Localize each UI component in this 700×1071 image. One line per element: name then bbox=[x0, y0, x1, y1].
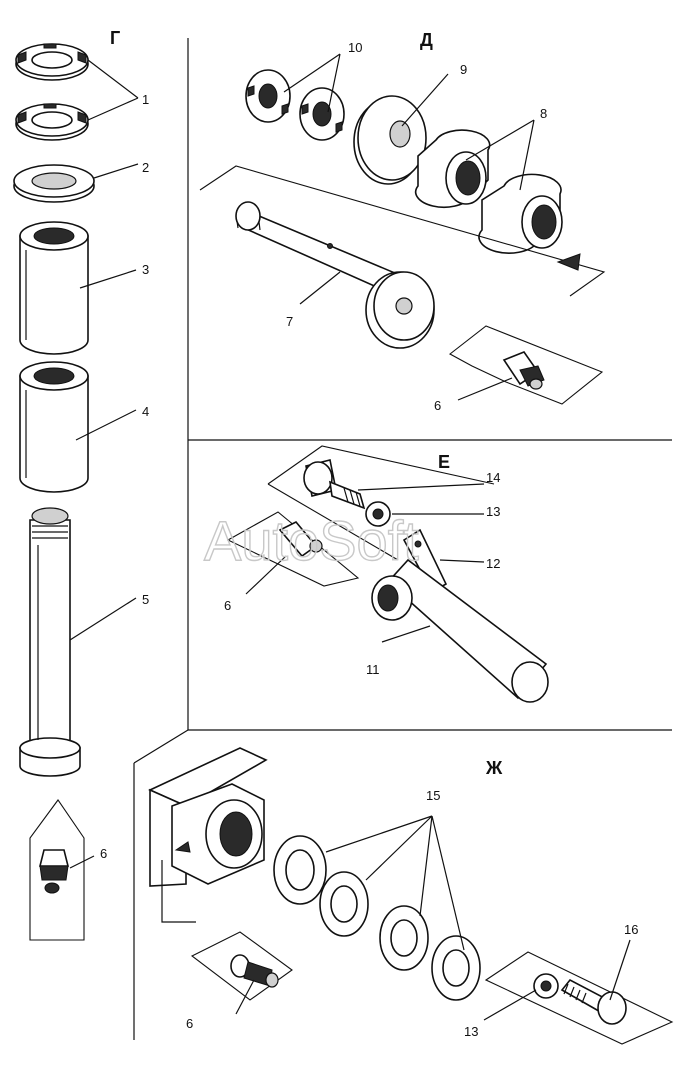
part-8-bushing-a bbox=[414, 129, 491, 209]
part-10-castle-nut-a bbox=[245, 69, 291, 123]
part-5-pin bbox=[19, 507, 81, 777]
callout-13-e: 13 bbox=[486, 504, 500, 519]
part-6-grease-fitting-e bbox=[226, 511, 360, 587]
callout-6-zh: 6 bbox=[186, 1016, 193, 1031]
part-1-nut-top bbox=[15, 43, 89, 81]
part-7-shaft bbox=[235, 201, 435, 349]
watermark-text: AutoSoft bbox=[204, 509, 419, 572]
part-9-washer bbox=[353, 95, 427, 185]
part-6-grease-fitting-zh bbox=[190, 931, 293, 1001]
callout-7: 7 bbox=[286, 314, 293, 329]
section-label-d: Д bbox=[420, 30, 433, 50]
section-label-zh: Ж bbox=[485, 758, 503, 778]
part-3-bushing bbox=[19, 221, 89, 355]
part-11-shaft bbox=[371, 558, 549, 703]
callout-8: 8 bbox=[540, 106, 547, 121]
callout-6-g: 6 bbox=[100, 846, 107, 861]
panel-dividers bbox=[133, 38, 672, 1040]
callout-10: 10 bbox=[348, 40, 362, 55]
part-16-bolt bbox=[560, 978, 627, 1025]
callout-4: 4 bbox=[142, 404, 149, 419]
callout-13-zh: 13 bbox=[464, 1024, 478, 1039]
part-7-shaft-frame bbox=[199, 165, 606, 297]
part-13-washer-zh bbox=[533, 973, 559, 999]
callout-11: 11 bbox=[366, 662, 380, 677]
callout-16: 16 bbox=[624, 922, 638, 937]
part-14-bolt bbox=[303, 459, 366, 510]
part-8-bushing-b bbox=[478, 173, 563, 254]
callout-14: 14 bbox=[486, 470, 500, 485]
callout-15: 15 bbox=[426, 788, 440, 803]
callout-3: 3 bbox=[142, 262, 149, 277]
part-10-castle-nut-b bbox=[299, 87, 345, 141]
section-label-e: Е bbox=[438, 452, 450, 472]
callout-1: 1 bbox=[142, 92, 149, 107]
callout-12: 12 bbox=[486, 556, 500, 571]
leader-lines bbox=[69, 53, 631, 1021]
part-15-gasket-1 bbox=[273, 835, 327, 905]
part-4-bushing bbox=[19, 361, 89, 493]
housing-block bbox=[148, 747, 268, 887]
part-1-nut-bottom bbox=[15, 103, 89, 141]
part-2-washer bbox=[13, 164, 95, 203]
callout-9: 9 bbox=[460, 62, 467, 77]
part-13-washer-e bbox=[365, 501, 391, 527]
part-15-gasket-4 bbox=[431, 935, 481, 1001]
callout-5: 5 bbox=[142, 592, 149, 607]
callout-6-e: 6 bbox=[224, 598, 231, 613]
part-16-bolt-frame bbox=[484, 951, 674, 1045]
part-15-gasket-3 bbox=[379, 905, 429, 971]
section-label-g: Г bbox=[110, 28, 120, 48]
grease-fitting-leader bbox=[161, 860, 196, 923]
part-14-bolt-frame bbox=[267, 445, 495, 561]
callout-2: 2 bbox=[142, 160, 149, 175]
part-6-grease-fitting-g bbox=[29, 799, 85, 941]
callout-6-d: 6 bbox=[434, 398, 441, 413]
part-6-grease-fitting-d bbox=[448, 325, 604, 405]
part-15-gasket-2 bbox=[319, 871, 369, 937]
